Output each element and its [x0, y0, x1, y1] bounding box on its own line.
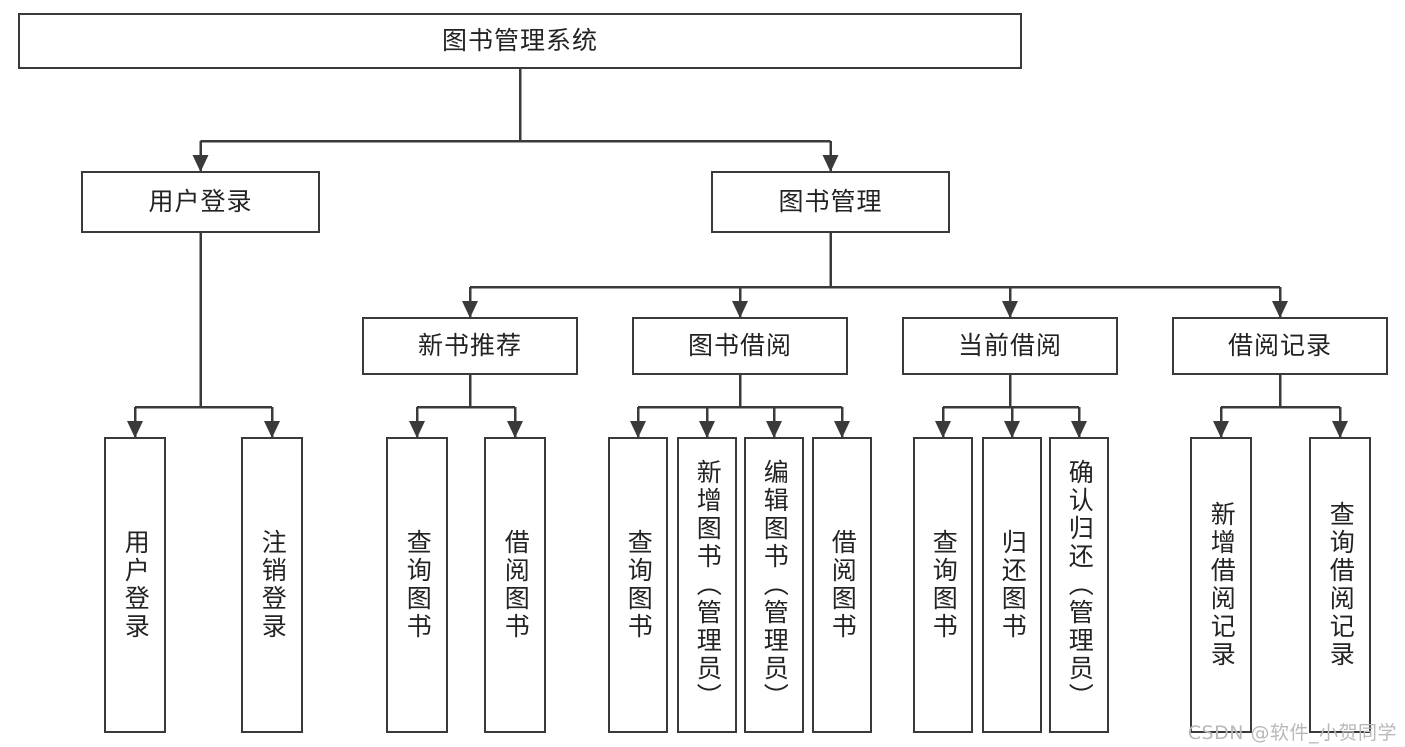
node-new-book-rec-label: 新书推荐	[417, 331, 522, 361]
node-book-manage-label: 图书管理	[778, 187, 883, 217]
node-current-borrow-label: 当前借阅	[957, 331, 1062, 361]
node-leaf-borrow-book-rec-label: 借阅图书	[501, 529, 531, 641]
node-book-borrow-label: 图书借阅	[687, 331, 792, 361]
node-leaf-user-logout-label: 注销登录	[258, 529, 288, 641]
node-leaf-return-book-label: 归还图书	[998, 529, 1028, 641]
node-root-label: 图书管理系统	[441, 26, 598, 56]
node-leaf-query-book-current-label: 查询图书	[929, 529, 959, 641]
node-borrow-record[interactable]: 借阅记录	[1172, 317, 1388, 375]
node-user-login[interactable]: 用户登录	[81, 171, 320, 233]
node-leaf-return-book[interactable]: 归还图书	[982, 437, 1042, 733]
node-leaf-query-book-rec-label: 查询图书	[403, 529, 433, 641]
node-leaf-user-logout[interactable]: 注销登录	[241, 437, 303, 733]
node-leaf-borrow-book-label: 借阅图书	[828, 529, 858, 641]
node-user-login-label: 用户登录	[148, 187, 253, 217]
node-leaf-query-record[interactable]: 查询借阅记录	[1309, 437, 1371, 733]
node-book-manage[interactable]: 图书管理	[711, 171, 950, 233]
node-leaf-user-login[interactable]: 用户登录	[104, 437, 166, 733]
node-root[interactable]: 图书管理系统	[18, 13, 1022, 69]
node-leaf-edit-book[interactable]: 编辑图书（管理员）	[744, 437, 804, 733]
node-leaf-user-login-label: 用户登录	[121, 529, 151, 641]
node-leaf-query-book-borrow-label: 查询图书	[624, 529, 654, 641]
node-leaf-confirm-return-label: 确认归还（管理员）	[1065, 459, 1095, 711]
node-leaf-query-record-label: 查询借阅记录	[1326, 501, 1356, 669]
node-leaf-add-record-label: 新增借阅记录	[1207, 501, 1237, 669]
node-leaf-add-book-label: 新增图书（管理员）	[693, 459, 723, 711]
node-leaf-confirm-return[interactable]: 确认归还（管理员）	[1049, 437, 1109, 733]
node-current-borrow[interactable]: 当前借阅	[902, 317, 1118, 375]
node-leaf-borrow-book-rec[interactable]: 借阅图书	[484, 437, 546, 733]
node-leaf-borrow-book[interactable]: 借阅图书	[812, 437, 872, 733]
node-leaf-edit-book-label: 编辑图书（管理员）	[760, 459, 790, 711]
csdn-watermark: CSDN @软件_小贺同学	[1187, 722, 1397, 744]
node-new-book-rec[interactable]: 新书推荐	[362, 317, 578, 375]
node-leaf-query-book-rec[interactable]: 查询图书	[386, 437, 448, 733]
node-borrow-record-label: 借阅记录	[1227, 331, 1332, 361]
node-leaf-add-book[interactable]: 新增图书（管理员）	[677, 437, 737, 733]
node-leaf-add-record[interactable]: 新增借阅记录	[1190, 437, 1252, 733]
node-leaf-query-book-current[interactable]: 查询图书	[913, 437, 973, 733]
node-book-borrow[interactable]: 图书借阅	[632, 317, 848, 375]
node-leaf-query-book-borrow[interactable]: 查询图书	[608, 437, 668, 733]
